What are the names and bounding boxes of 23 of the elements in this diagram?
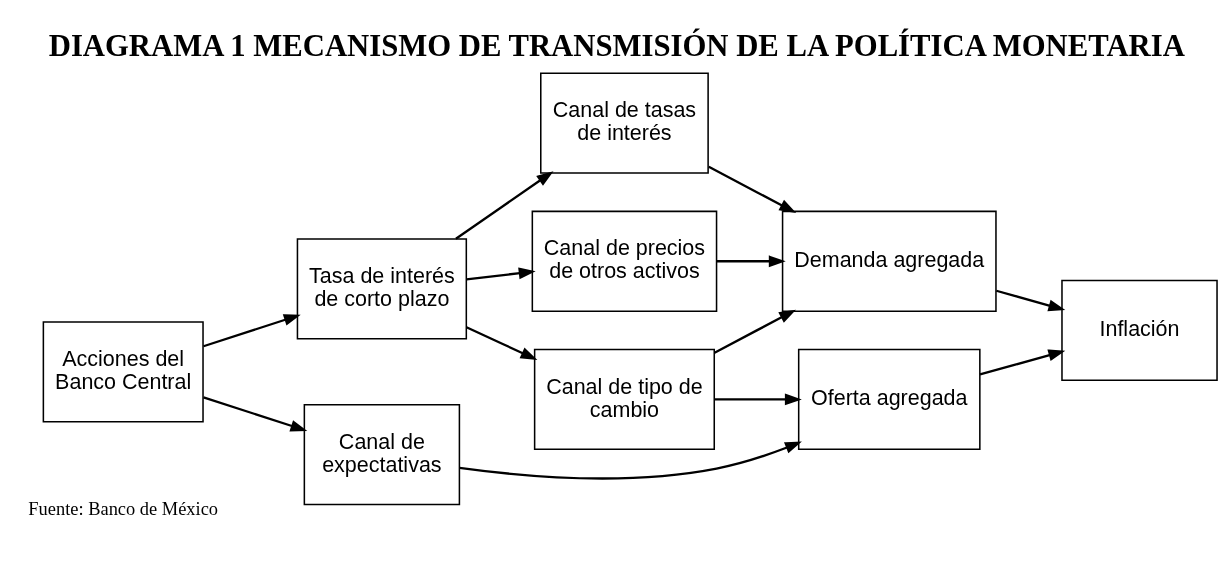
node-box: Canal de tipo de cambio [533, 348, 715, 451]
node-box: Oferta agregada [797, 348, 981, 451]
arrow [996, 289, 1066, 312]
arrow [459, 441, 802, 480]
arrow [466, 267, 536, 281]
arrow [714, 393, 802, 406]
arrow [203, 396, 308, 432]
arrow [455, 171, 554, 240]
node-box: Acciones del Banco Central [42, 321, 204, 423]
node-box: Canal de precios de otros activos [531, 210, 718, 312]
caption: Fuente: Banco de México [28, 498, 219, 519]
arrow [708, 165, 797, 213]
node-box: Canal de tasas de interés [540, 72, 709, 174]
diagram-title: DIAGRAMA 1 MECANISMO DE TRANSMISIÓN DE LA POLÍTICA MONETARIA [48, 29, 1185, 64]
node-box: Demanda agregada [781, 210, 997, 312]
node-box: Canal de expectativas [303, 404, 461, 506]
node-box: Tasa de interés de corto plazo [296, 238, 468, 340]
arrow [714, 309, 796, 354]
arrow [979, 349, 1066, 376]
arrow [203, 314, 301, 348]
arrow [466, 326, 538, 360]
node-box: Inflación [1061, 279, 1218, 381]
arrow [716, 255, 786, 268]
